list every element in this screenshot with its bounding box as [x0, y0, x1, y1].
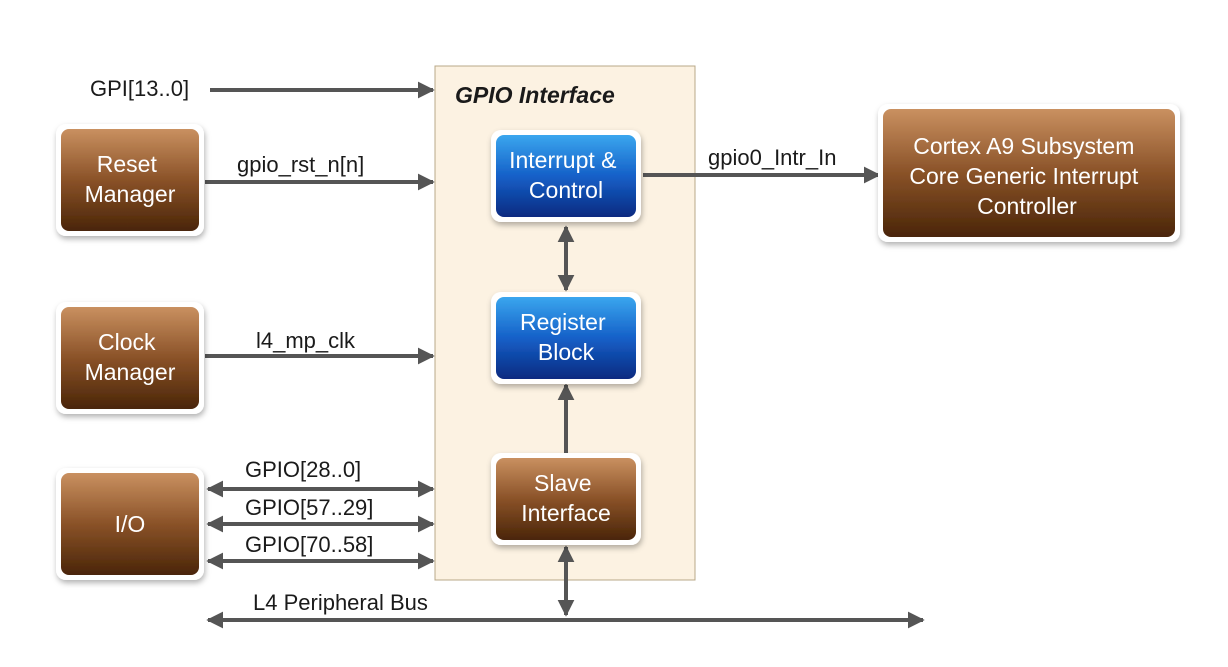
register-block-label: Register Block	[520, 309, 612, 365]
gpio-rst-label: gpio_rst_n[n]	[237, 152, 364, 177]
interrupt-controller-label: Cortex A9 Subsystem Core Generic Interru…	[909, 133, 1144, 219]
interrupt-control-label: Interrupt & Control	[509, 147, 623, 203]
l4-mp-clk-label: l4_mp_clk	[256, 328, 356, 353]
gpio-interface-title: GPIO Interface	[455, 82, 615, 108]
gpio0-intr-label: gpio0_Intr_In	[708, 145, 836, 170]
reset-manager-block	[56, 124, 204, 236]
gpio-mid-label: GPIO[57..29]	[245, 495, 373, 520]
interrupt-control-block	[491, 130, 641, 222]
io-label: I/O	[115, 511, 146, 537]
register-block	[491, 292, 641, 384]
reset-manager-label: Reset Manager	[85, 151, 176, 207]
gpi-label: GPI[13..0]	[90, 76, 189, 101]
slave-interface-label: Slave Interface	[521, 470, 611, 526]
connection-arrows	[205, 81, 925, 629]
clock-manager-block	[56, 302, 204, 414]
slave-interface-block	[491, 453, 641, 545]
io-block	[56, 468, 204, 580]
gpio-low-label: GPIO[28..0]	[245, 457, 361, 482]
l4-bus-label: L4 Peripheral Bus	[253, 590, 428, 615]
clock-manager-label: Clock Manager	[85, 329, 176, 385]
gpio-high-label: GPIO[70..58]	[245, 532, 373, 557]
interrupt-controller-block	[878, 104, 1180, 242]
